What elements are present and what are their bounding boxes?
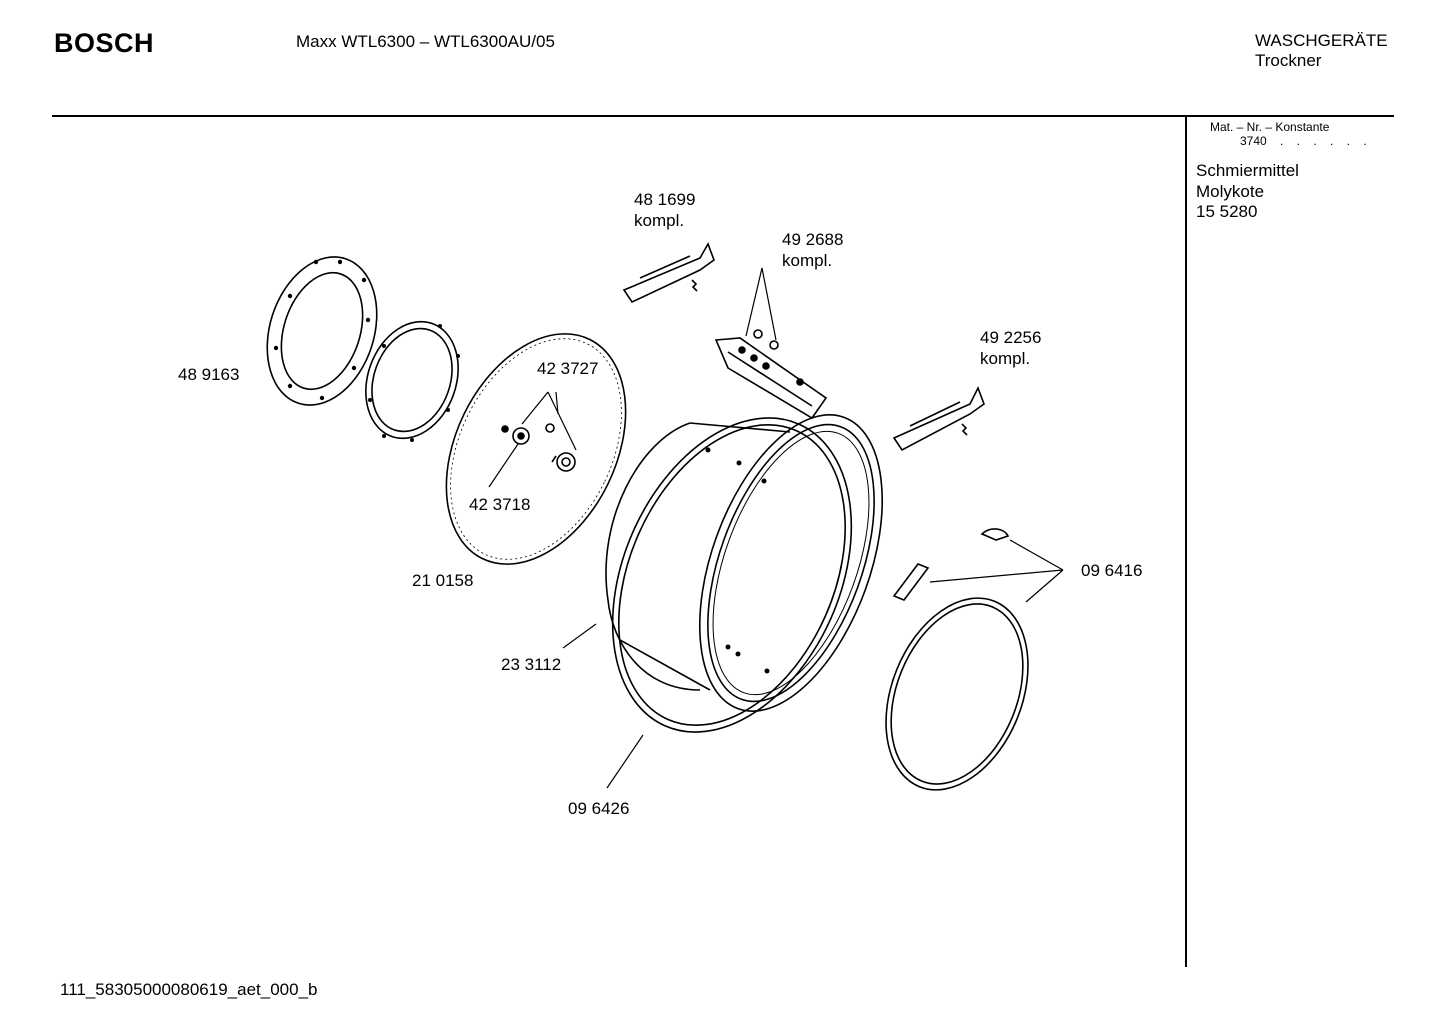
drum-body-part — [605, 414, 884, 712]
leader-lines — [488, 267, 1064, 789]
category-subtitle: Trockner — [1255, 51, 1322, 70]
part-label-49-2688: 49 2688 — [782, 230, 843, 249]
constant-dots: . . . . . . — [1280, 134, 1372, 148]
mat-number-header: Mat. – Nr. – Konstante — [1210, 120, 1330, 134]
part-label-48-9163: 48 9163 — [178, 365, 239, 384]
constant-value: 3740 — [1240, 134, 1267, 148]
part-label-09-6426: 09 6426 — [568, 799, 629, 818]
gasket-ring-part — [365, 320, 460, 442]
part-label-09-6416: 09 6416 — [1081, 561, 1142, 580]
exploded-parts-diagram: 48 1699 kompl. 49 2688 kompl. 49 2256 ko… — [178, 190, 1142, 818]
drawing-id: 111_58305000080619_aet_000_b — [60, 980, 318, 999]
model-title: Maxx WTL6300 – WTL6300AU/05 — [296, 32, 555, 51]
bracket-part-2 — [892, 386, 985, 452]
lubricant-part-number: 15 5280 — [1196, 202, 1258, 221]
category-title: WASCHGERÄTE — [1255, 31, 1388, 50]
part-label-21-0158: 21 0158 — [412, 571, 473, 590]
part-note-49-2688: kompl. — [782, 251, 832, 270]
front-seal-ring-part — [885, 597, 1029, 791]
drum-rear-ring-part — [611, 417, 853, 733]
bracket-part-1 — [622, 242, 715, 304]
slide-holder-part — [714, 329, 828, 420]
front-ring-part — [266, 256, 378, 406]
part-label-42-3718: 42 3718 — [469, 495, 530, 514]
part-label-49-2256: 49 2256 — [980, 328, 1041, 347]
lubricant-name: Molykote — [1196, 182, 1265, 201]
header-divider — [52, 115, 1394, 117]
part-label-42-3727: 42 3727 — [537, 359, 598, 378]
part-label-48-1699: 48 1699 — [634, 190, 695, 209]
sidebar-divider — [1185, 116, 1187, 967]
part-label-23-3112: 23 3112 — [501, 655, 561, 674]
part-note-48-1699: kompl. — [634, 211, 684, 230]
brand-logo: BOSCH — [54, 28, 155, 58]
clip-parts — [892, 528, 1010, 601]
drum-back-wall-part — [445, 333, 627, 565]
lubricant-label: Schmiermittel — [1196, 161, 1299, 180]
part-note-49-2256: kompl. — [980, 349, 1030, 368]
